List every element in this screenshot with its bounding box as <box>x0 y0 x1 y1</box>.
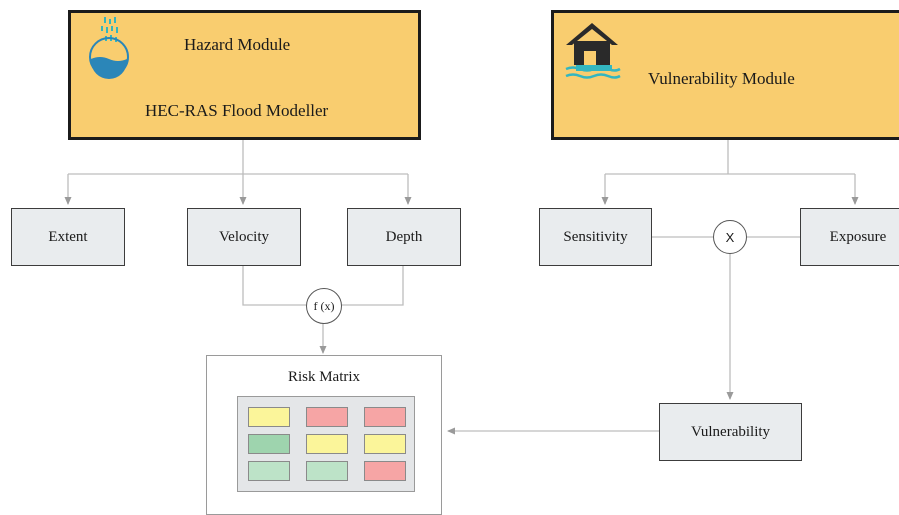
vulnerability-module: Vulnerability Module <box>551 10 899 140</box>
depth-box: Depth <box>347 208 461 266</box>
matrix-cell <box>364 461 406 481</box>
matrix-cell <box>248 407 290 427</box>
matrix-cell <box>306 461 348 481</box>
risk-matrix-title: Risk Matrix <box>287 369 361 385</box>
vulnerability-box: Vulnerability <box>659 403 802 461</box>
multiply-node: X <box>713 220 747 254</box>
sensitivity-box: Sensitivity <box>539 208 652 266</box>
flooded-house-icon <box>565 23 621 79</box>
matrix-cell <box>306 434 348 454</box>
vulnerability-module-title: Vulnerability Module <box>648 69 795 88</box>
matrix-cell <box>248 461 290 481</box>
matrix-cell <box>364 407 406 427</box>
extent-box: Extent <box>11 208 125 266</box>
risk-matrix-grid <box>237 396 415 492</box>
function-node: f (x) <box>306 288 342 324</box>
hazard-module-title: Hazard Module <box>184 35 291 54</box>
matrix-cell <box>306 407 348 427</box>
exposure-box: Exposure <box>800 208 899 266</box>
hazard-module-subtitle: HEC-RAS Flood Modeller <box>145 101 329 120</box>
water-drop-bowl-icon <box>89 17 129 79</box>
risk-matrix-panel: Risk Matrix <box>206 355 442 515</box>
velocity-box: Velocity <box>187 208 301 266</box>
matrix-cell <box>248 434 290 454</box>
matrix-cell <box>364 434 406 454</box>
hazard-module: Hazard Module HEC-RAS Flood Modeller <box>68 10 421 140</box>
